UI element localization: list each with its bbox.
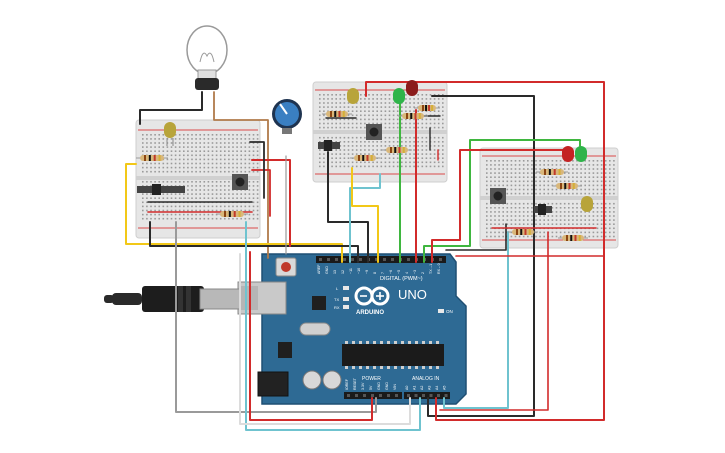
wire-yellow <box>351 167 379 263</box>
analog-header <box>404 392 450 399</box>
wire-black <box>249 141 265 199</box>
resistor <box>382 147 412 153</box>
wire-red <box>249 251 373 421</box>
analog-pin-label: A5 <box>443 386 447 390</box>
wire-cyan <box>245 221 421 431</box>
analog-pin-label: A1 <box>413 386 417 390</box>
power-pin-label: 3.3V <box>361 382 365 390</box>
arduino-logo-text: ARDUINO <box>356 310 384 316</box>
power-pin-label: GND <box>385 382 389 390</box>
wire-cyan <box>443 231 509 409</box>
wire-yellow <box>125 163 343 263</box>
digital-pin-label: 4 <box>405 272 409 274</box>
digital-pin-label: 8 <box>373 272 377 274</box>
wire-black <box>445 223 507 251</box>
resistor <box>552 183 582 189</box>
power-label: POWER <box>362 376 381 382</box>
resistor <box>350 155 380 161</box>
potentiometer[interactable] <box>272 99 302 134</box>
digital-pin-label: RX←0 <box>437 263 441 274</box>
usb-cable <box>104 286 241 312</box>
wire-red <box>455 231 605 257</box>
digital-pin-label: ~6 <box>389 270 393 274</box>
slide-switch[interactable] <box>137 184 185 195</box>
resistor <box>536 169 568 175</box>
wire-green <box>423 139 581 263</box>
digital-pin-label: ~11 <box>349 268 353 274</box>
resistor <box>322 111 352 117</box>
analog-pin-label: A0 <box>405 386 409 390</box>
digital-pin-label: AREF <box>317 264 321 274</box>
digital-pin-label: ~9 <box>365 270 369 274</box>
led-red <box>406 80 418 96</box>
power-pin-label: IOREF <box>345 378 349 390</box>
digital-header-label: DIGITAL (PWM~) <box>380 276 423 282</box>
digital-pin-label: 2 <box>421 272 425 274</box>
wire-black <box>139 91 203 125</box>
rx-label: RX <box>334 305 340 310</box>
power-pin-label: RESET <box>353 377 357 390</box>
resistor <box>136 155 168 161</box>
digital-pin-label: ~5 <box>397 270 401 274</box>
capacitor <box>302 370 322 390</box>
digital-pin-label: GND <box>325 266 329 274</box>
wire-red <box>431 149 569 263</box>
digital-pin-label: 12 <box>341 270 345 274</box>
wire-cyan <box>349 173 381 263</box>
slide-switch[interactable] <box>318 140 340 151</box>
digital-pin-label: TX→1 <box>429 264 433 274</box>
wire-grey <box>175 221 377 413</box>
digital-pin-label: 13 <box>333 270 337 274</box>
led-green <box>393 88 405 104</box>
analog-pin-label: A4 <box>435 386 439 390</box>
digital-pin-label: ~10 <box>357 268 361 274</box>
power-pin-label: 5V <box>369 385 373 390</box>
resistors <box>136 105 588 241</box>
breadboard-left <box>135 119 261 239</box>
resistor <box>558 235 588 241</box>
led-yellow <box>581 196 593 212</box>
wires <box>125 81 605 431</box>
wire-black <box>149 221 359 263</box>
push-button[interactable] <box>366 124 382 140</box>
wire-red <box>439 231 549 411</box>
on-label: ON <box>446 309 453 314</box>
wire-white <box>239 253 411 425</box>
push-button[interactable] <box>490 188 506 204</box>
led-yellow <box>347 88 359 104</box>
capacitor <box>322 370 342 390</box>
digital-pin-label: ~3 <box>413 270 417 274</box>
analog-pin-label: A3 <box>428 386 432 390</box>
light-bulb <box>186 25 228 90</box>
wire-red <box>251 169 271 217</box>
analog-pin-label: A2 <box>420 386 424 390</box>
crystal <box>299 322 331 336</box>
push-button[interactable] <box>232 174 248 190</box>
atmega-chip <box>342 344 444 366</box>
led-green <box>575 146 587 162</box>
tx-label: TX <box>334 297 339 302</box>
digital-header <box>316 256 446 263</box>
resistor <box>398 113 428 119</box>
resistor <box>414 105 440 111</box>
analog-label: ANALOG IN <box>412 376 440 382</box>
power-pin-label: VIN <box>393 384 397 390</box>
power-pin-label: GND <box>377 382 381 390</box>
arduino-logo <box>354 286 390 306</box>
l-led-label: L <box>336 286 339 291</box>
wire-brown <box>213 91 269 259</box>
digital-pin-label: 7 <box>381 272 385 274</box>
wire-black <box>427 95 535 417</box>
power-jack <box>257 371 289 397</box>
wire-black <box>327 151 369 263</box>
resistor <box>216 211 248 217</box>
breadboard-right <box>479 147 619 249</box>
board-model: UNO <box>398 287 427 302</box>
led-yellow <box>164 122 176 146</box>
arduino-uno-board: ARDUINO UNO DIGITAL (PWM~) POWER ANALOG … <box>237 253 467 405</box>
led-red <box>562 146 574 162</box>
slide-switch[interactable] <box>534 204 552 215</box>
resistor <box>508 229 538 235</box>
